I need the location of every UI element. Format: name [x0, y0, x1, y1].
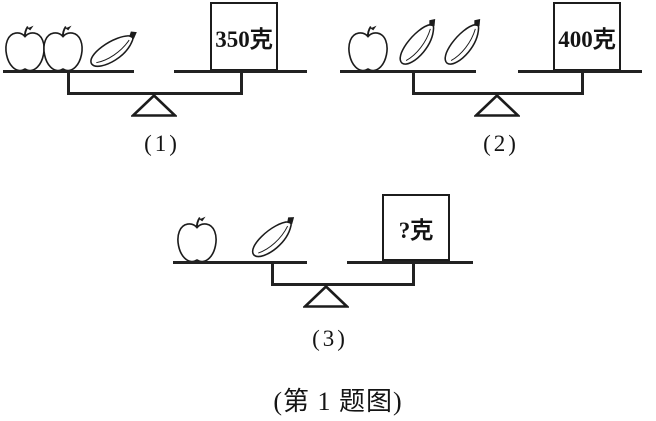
weight-label: 400克	[558, 26, 616, 52]
balance-scale-1: 350克 (1)	[0, 0, 328, 180]
left-pan-support	[67, 72, 70, 93]
apple-icon	[176, 215, 218, 263]
right-pan-platform	[174, 70, 307, 73]
weight-box: ?克	[382, 194, 450, 261]
apple-icon	[42, 24, 84, 72]
right-pan-support	[581, 72, 584, 93]
left-pan-platform	[340, 70, 476, 73]
weight-label: ?克	[398, 217, 434, 243]
scale-label: (2)	[483, 131, 519, 156]
apple-icon	[347, 24, 389, 72]
fulcrum-triangle-icon	[131, 94, 177, 117]
balance-beam	[67, 92, 243, 95]
weight-box: 400克	[553, 2, 621, 71]
left-pan-support	[412, 72, 415, 93]
banana-icon	[243, 214, 304, 262]
left-pan-platform	[173, 261, 307, 264]
right-pan-platform	[518, 70, 642, 73]
apple-icon	[4, 24, 46, 72]
figure-caption: (第 1 题图)	[273, 387, 403, 416]
banana-icon	[432, 16, 495, 70]
fulcrum-triangle-icon	[474, 94, 520, 117]
banana-icon	[85, 29, 143, 70]
balance-beam	[412, 92, 584, 95]
weight-box: 350克	[210, 2, 278, 71]
left-pan-platform	[3, 70, 134, 73]
right-pan-support	[240, 72, 243, 93]
scale-label: (3)	[312, 326, 348, 351]
balance-beam	[271, 283, 415, 286]
scale-label: (1)	[144, 131, 180, 156]
right-pan-platform	[347, 261, 473, 264]
weight-label: 350克	[215, 26, 273, 52]
left-pan-support	[271, 263, 274, 284]
balance-scale-2: 400克 (2)	[328, 0, 656, 180]
right-pan-support	[412, 263, 415, 284]
fulcrum-triangle-icon	[303, 285, 349, 308]
balance-scale-3: ?克 (3)	[0, 185, 656, 370]
